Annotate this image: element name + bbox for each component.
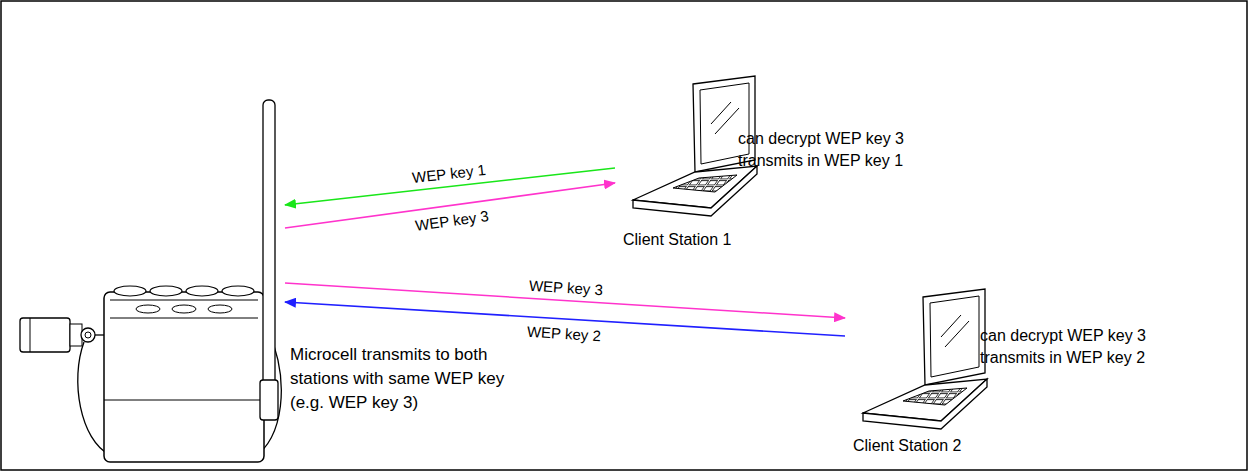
station-name: Client Station 1 xyxy=(623,229,763,251)
client-station-node: Client Station 2can decrypt WEP key 3 tr… xyxy=(845,285,997,465)
client-station-node: Client Station 1can decrypt WEP key 3 tr… xyxy=(615,72,767,255)
edge-label: WEP key 1 xyxy=(411,162,486,185)
microcell-node: Microcell transmits to both stations wit… xyxy=(18,95,285,467)
note-text: can decrypt WEP key 3 transmits in WEP k… xyxy=(738,128,923,173)
edge-label: WEP key 2 xyxy=(527,324,602,343)
laptop-icon xyxy=(863,289,987,429)
edge-label: WEP key 3 xyxy=(528,278,603,298)
microcell-device xyxy=(20,100,281,462)
station-name: Client Station 2 xyxy=(853,435,993,457)
note-text: Microcell transmits to both stations wit… xyxy=(290,343,540,414)
note-text: can decrypt WEP key 3 transmits in WEP k… xyxy=(980,325,1165,370)
edge-label: WEP key 3 xyxy=(414,208,489,233)
